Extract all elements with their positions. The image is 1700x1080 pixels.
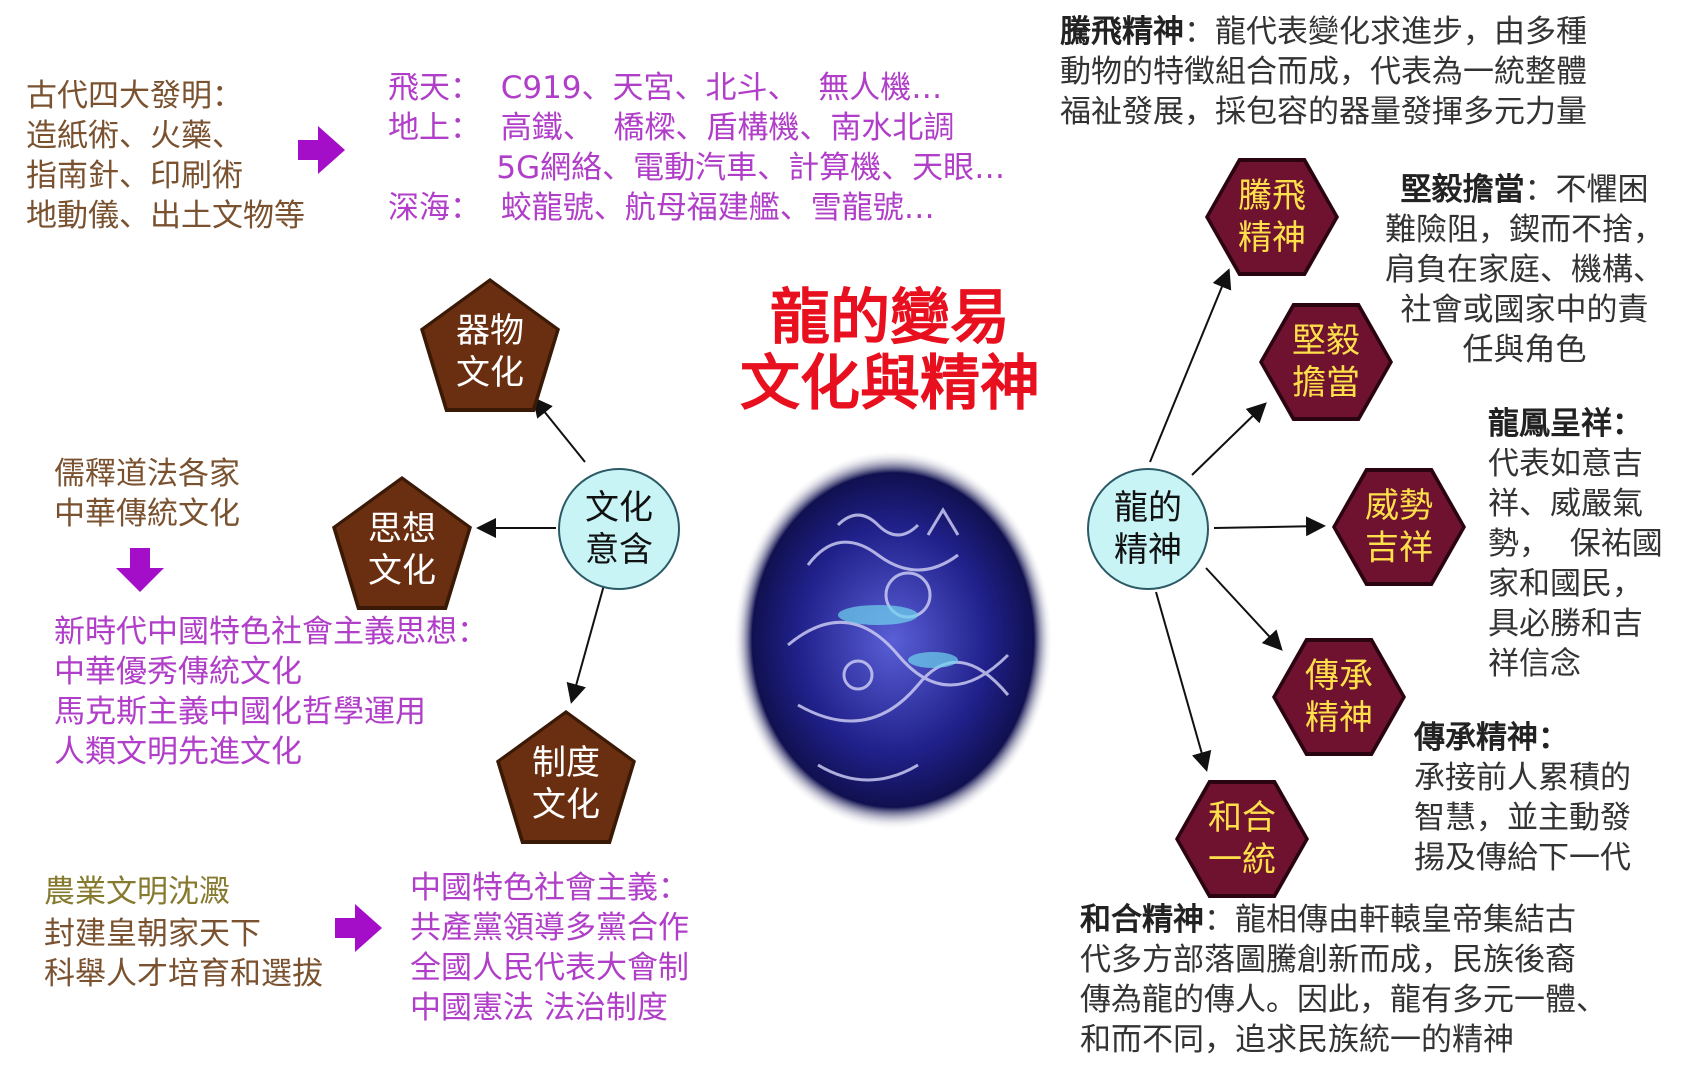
soaring-spirit-title: 騰飛精神 xyxy=(1060,14,1184,50)
hub-cultural-meaning: 文化 意含 xyxy=(558,468,680,590)
node-material-label: 器物 文化 xyxy=(456,311,524,393)
agricultural-civilization-title: 農業文明沈澱 xyxy=(44,874,230,910)
arrow-to-system xyxy=(566,584,605,704)
node-auspicious-majesty: 威勢 吉祥 xyxy=(1336,472,1462,582)
phoenix-title: 龍鳳呈祥： xyxy=(1488,406,1643,442)
title-line-2: 文化與精神 xyxy=(740,349,1040,419)
agricultural-civilization-body: 封建皇朝家天下 科舉人才培育和選拔 xyxy=(44,916,323,992)
node-resolute-label: 堅毅 擔當 xyxy=(1292,321,1360,403)
hub-dragon-spirit: 龍的 精神 xyxy=(1087,468,1209,590)
arrow-to-unity xyxy=(1155,591,1212,772)
phoenix-body: 代表如意吉 祥、威嚴氣 勢， 保祐國 家和國民， 具必勝和吉 祥信念 xyxy=(1488,446,1663,682)
node-inherit-label: 傳承 精神 xyxy=(1305,656,1373,738)
unity-description: 和合精神：龍相傳由軒轅皇帝集結古 代多方部落圖騰創新而成，民族後裔 傳為龍的傳人… xyxy=(1080,900,1607,1060)
resolute-body: ：不懼困 難險阻，鍥而不捨， 肩負在家庭、機構、 社會或國家中的責 任與角色 xyxy=(1385,172,1664,368)
title-line-1: 龍的變易 xyxy=(770,283,1010,353)
arrow-to-inherit xyxy=(1205,567,1283,651)
purple-arrow-top xyxy=(298,126,345,174)
resolute-description: 堅毅擔當：不懼困 難險阻，鍥而不捨， 肩負在家庭、機構、 社會或國家中的責 任與… xyxy=(1385,170,1664,370)
page-title: 龍的變易 文化與精神 xyxy=(720,285,1060,417)
modern-technology-text: 飛天： C919、天宮、北斗、 無人機… 地上： 高鐵、 橋樑、盾構機、南水北調… xyxy=(388,70,1006,226)
dragon-medallion-icon xyxy=(733,450,1053,830)
ancient-inventions-text: 古代四大發明： 造紙術、火藥、 指南針、印刷術 地動儀、出土文物等 xyxy=(26,78,305,234)
arrow-to-soaring xyxy=(1149,268,1232,463)
node-auspicious-label: 威勢 吉祥 xyxy=(1365,486,1433,568)
purple-arrow-bottom xyxy=(335,904,382,952)
inherit-title: 傳承精神： xyxy=(1414,720,1569,756)
schools-of-thought-text: 儒釋道法各家 中華傳統文化 xyxy=(54,456,240,532)
node-system-label: 制度 文化 xyxy=(532,743,600,825)
unity-body: ：龍相傳由軒轅皇帝集結古 代多方部落圖騰創新而成，民族後裔 傳為龍的傳人。因此，… xyxy=(1080,902,1607,1058)
node-resolute-responsibility: 堅毅 擔當 xyxy=(1263,307,1389,417)
inherit-body: 承接前人累積的 智慧，並主動發 揚及傳給下一代 xyxy=(1414,760,1631,876)
arrow-to-material xyxy=(532,396,586,463)
socialism-system-text: 中國特色社會主義： 共產黨領導多黨合作 全國人民代表大會制 中國憲法 法治制度 xyxy=(410,870,689,1026)
arrow-to-resolute xyxy=(1191,402,1267,476)
soaring-spirit-body: ：龍代表變化求進步，由多種 動物的特徵組合而成，代表為一統整體 福祉發展，採包容… xyxy=(1060,14,1587,130)
soaring-spirit-description: 騰飛精神：龍代表變化求進步，由多種 動物的特徵組合而成，代表為一統整體 福祉發展… xyxy=(1060,12,1587,132)
node-thought-label: 思想 文化 xyxy=(368,509,436,591)
purple-arrow-down xyxy=(116,548,164,592)
node-soaring-label: 騰飛 精神 xyxy=(1238,176,1306,258)
node-unity-label: 和合 一統 xyxy=(1208,798,1276,880)
arrow-to-auspicious xyxy=(1213,516,1326,537)
new-era-thought-text: 新時代中國特色社會主義思想： 中華優秀傳統文化 馬克斯主義中國化哲學運用 人類文… xyxy=(54,614,488,770)
resolute-title: 堅毅擔當 xyxy=(1400,172,1525,208)
unity-title: 和合精神 xyxy=(1080,902,1204,938)
